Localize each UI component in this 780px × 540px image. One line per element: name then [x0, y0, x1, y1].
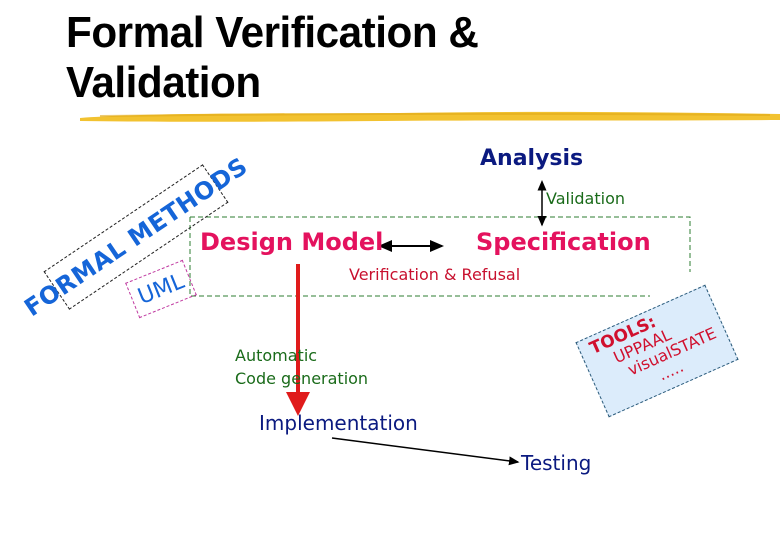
auto-line-2: Code generation [235, 369, 369, 388]
slide-title: Formal Verification & Validation [66, 8, 479, 108]
analysis-label: Analysis [480, 146, 584, 171]
title-underline-brushstroke [80, 111, 780, 122]
validation-label: Validation [546, 189, 626, 208]
implementation-label: Implementation [259, 411, 418, 435]
testing-label: Testing [521, 451, 592, 475]
title-line-1: Formal Verification & [66, 8, 479, 57]
automatic-code-generation-label: Automatic Code generation [235, 344, 368, 390]
auto-line-1: Automatic [235, 346, 318, 365]
title-line-2: Validation [66, 58, 261, 107]
specification-label: Specification [476, 228, 651, 256]
verification-refusal-label: Verification & Refusal [349, 265, 521, 284]
design-model-label: Design Model [200, 228, 384, 256]
